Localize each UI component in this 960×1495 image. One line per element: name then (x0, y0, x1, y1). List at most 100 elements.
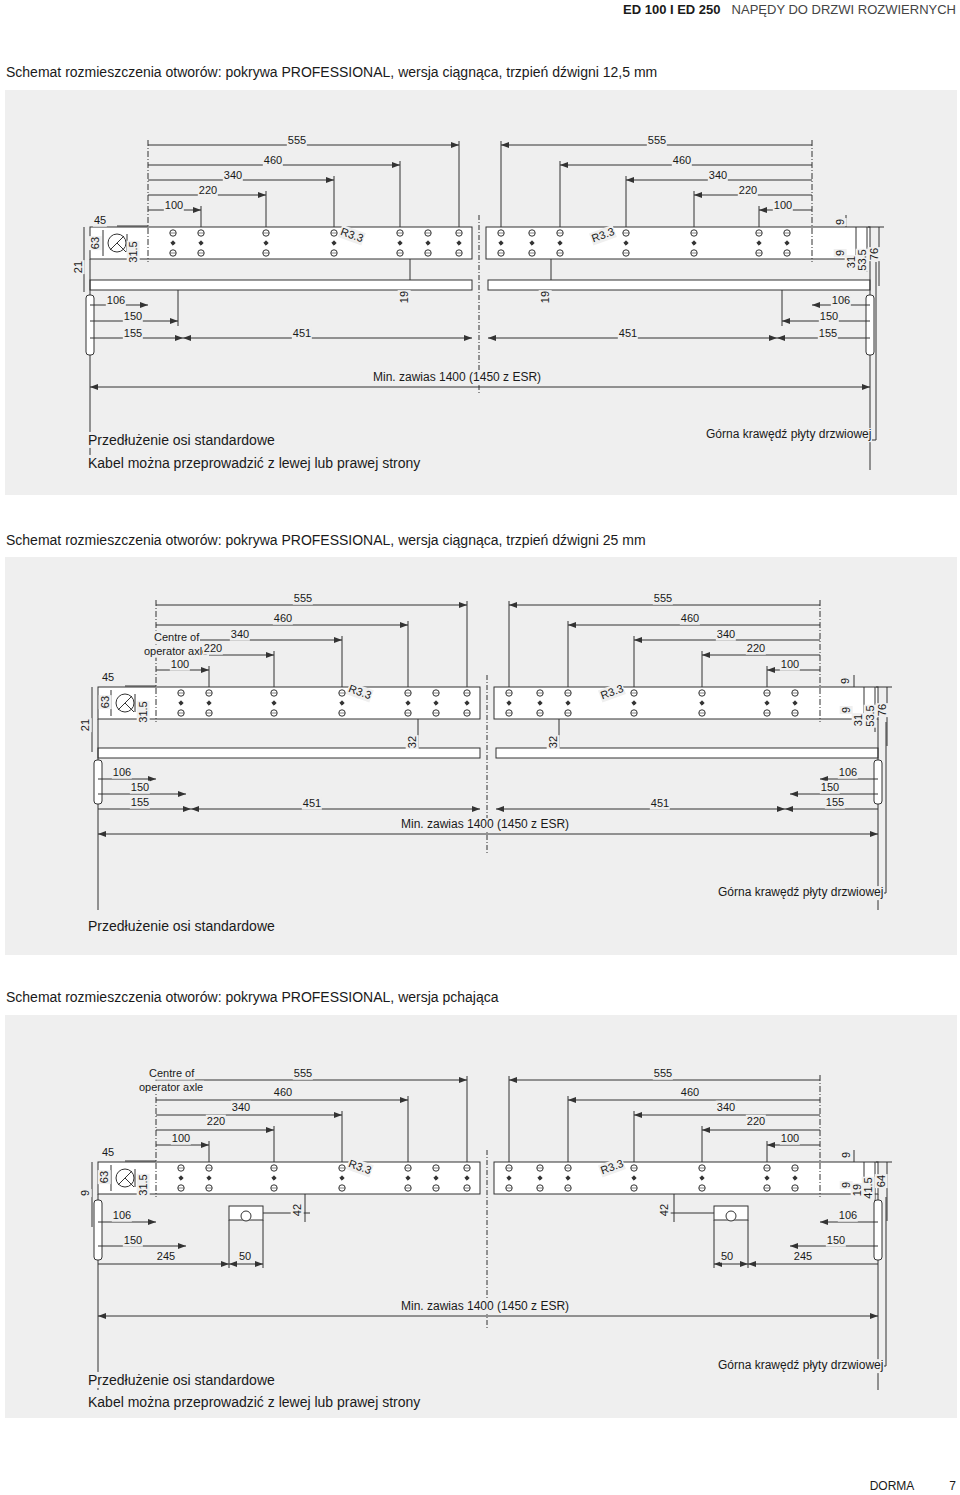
dimension-label: 19 (398, 290, 411, 304)
drawing-line (5, 90, 957, 495)
dimension-label: 64 (875, 1174, 888, 1188)
dimension-label: 9 (840, 706, 853, 714)
drawing-line (86, 259, 876, 470)
dimension-label: 460 (680, 612, 700, 625)
drawing-line (726, 1211, 736, 1221)
drawing-line (98, 1316, 878, 1317)
drawing-line (878, 719, 879, 910)
dimension-label: 42 (658, 1203, 671, 1217)
drawing-line (94, 1194, 886, 1390)
dimension-label: 150 (123, 310, 143, 323)
drawing-line (98, 834, 878, 835)
dimension-label: 150 (130, 781, 150, 794)
dimension-label: 45 (101, 1146, 115, 1159)
dimension-label: 9 (834, 218, 847, 226)
dimension-label: 76 (876, 703, 889, 717)
drawing-line (866, 295, 874, 355)
drawing-line (98, 748, 480, 758)
dimension-label: 340 (716, 628, 736, 641)
dimension-label: 220 (738, 184, 758, 197)
drawing-line (782, 290, 783, 326)
drawing-line (551, 259, 552, 280)
dimension-label: 63 (98, 1170, 111, 1184)
dimension-label: 340 (230, 628, 250, 641)
dimension-label: 155 (123, 327, 143, 340)
dimension-label: 220 (206, 1115, 226, 1128)
drawing-line (5, 1015, 957, 1418)
page-header: NAPĘDY DO DRZWI ROZWIERNYCH (731, 3, 957, 18)
drawing-line (820, 1222, 878, 1223)
dimension-label: 50 (238, 1250, 252, 1263)
dimension-label: 106 (838, 1209, 858, 1222)
section-heading: Schemat rozmieszczenia otworów: pokrywa … (5, 64, 658, 80)
hinge-note: Min. zawias 1400 (1450 z ESR) (400, 818, 570, 832)
door-edge-note: Górna krawędź płyty drzwiowej (717, 1359, 884, 1373)
note: Kabel można przeprowadzić z lewej lub pr… (87, 455, 421, 471)
drawing-line (178, 290, 179, 326)
dimension-label: 340 (716, 1101, 736, 1114)
door-edge-note: Górna krawędź płyty drzwiowej (717, 886, 884, 900)
drawing-line (872, 1197, 886, 1366)
dimension-label: 76 (868, 247, 881, 261)
drawing-line (86, 295, 94, 355)
axle-note: operator axle (138, 1081, 204, 1094)
drawing-line (785, 809, 878, 810)
section-heading: Schemat rozmieszczenia otworów: pokrywa … (5, 532, 647, 548)
axle-note: Centre of (153, 631, 200, 644)
note: Kabel można przeprowadzić z lewej lub pr… (87, 1394, 421, 1410)
drawing-line (94, 719, 886, 910)
axle-note: Centre of (148, 1067, 195, 1080)
dimension-label: 31.5 (127, 240, 140, 263)
dimension-label: 460 (672, 154, 692, 167)
dimension-label: 21 (72, 260, 85, 274)
drawing-line (305, 1194, 306, 1222)
brand-name: DORMA (869, 1480, 916, 1494)
drawing-line (410, 259, 411, 280)
dimension-label: 150 (826, 1234, 846, 1247)
dimension-label: 451 (650, 797, 670, 810)
drawing-line (98, 779, 156, 780)
dimension-label: 63 (99, 695, 112, 709)
dimension-label: 155 (825, 796, 845, 809)
dimension-label: 41.5 (862, 1176, 875, 1199)
dimension-label: 100 (780, 1132, 800, 1145)
door-edge-note: Górna krawędź płyty drzwiowej (705, 428, 872, 442)
dimension-label: 150 (820, 781, 840, 794)
page-number: 7 (948, 1480, 957, 1494)
hinge-note: Min. zawias 1400 (1450 z ESR) (372, 371, 542, 385)
dimension-label: 460 (273, 612, 293, 625)
note: Przedłużenie osi standardowe (87, 432, 276, 448)
dimension-label: 340 (708, 169, 728, 182)
drawing-line (84, 140, 884, 395)
drawing-line (874, 760, 882, 804)
drawing-line (496, 809, 785, 810)
dimension-label: 460 (680, 1086, 700, 1099)
dimension-label: 100 (170, 658, 190, 671)
dimension-label: 32 (406, 735, 419, 749)
drawing-line (90, 280, 472, 290)
axle-note: operator axle (143, 645, 209, 658)
drawing-line (668, 1213, 714, 1214)
drawing-line (748, 1264, 878, 1265)
drawing-line (820, 779, 878, 780)
dimension-label: 21 (79, 718, 92, 732)
dimension-label: 50 (720, 1250, 734, 1263)
dimension-label: 155 (818, 327, 838, 340)
drawing-line (229, 1220, 230, 1268)
dimension-label: 106 (112, 766, 132, 779)
dimension-label: 100 (773, 199, 793, 212)
dimension-label: 53.5 (864, 704, 877, 727)
dimension-label: 106 (838, 766, 858, 779)
drawing-line (874, 1200, 882, 1260)
dimension-label: 555 (647, 134, 667, 147)
drawing-line (229, 1264, 263, 1265)
drawing-line (872, 722, 886, 893)
dimension-label: 106 (112, 1209, 132, 1222)
drawing-line (94, 760, 102, 804)
dimension-label: 245 (793, 1250, 813, 1263)
drawing-line (241, 1211, 251, 1221)
dimension-label: 100 (780, 658, 800, 671)
dimension-label: 460 (263, 154, 283, 167)
dimension-label: 220 (746, 1115, 766, 1128)
